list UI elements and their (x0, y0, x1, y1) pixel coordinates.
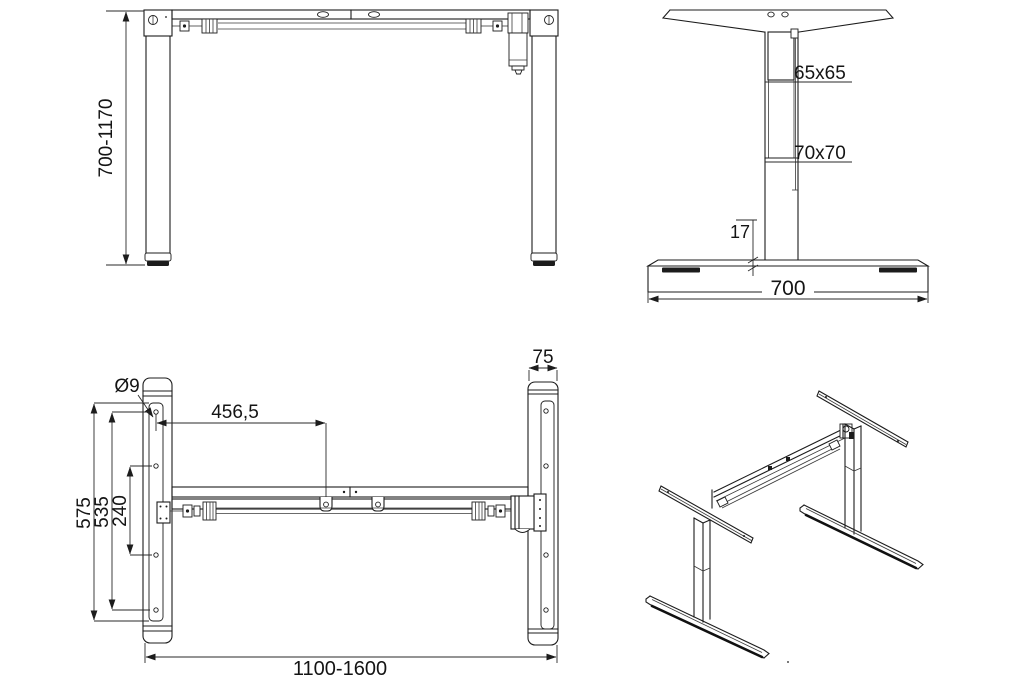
foot-pad (879, 267, 917, 273)
dim-foot-height-label: 17 (730, 222, 750, 242)
beam-hole (368, 11, 380, 18)
dim-width-range-label: 1100-1600 (293, 658, 387, 680)
front-crossbeam (171, 9, 531, 20)
shaft-coupler-right (465, 18, 482, 34)
front-left-leg (143, 9, 173, 266)
dim-hole-span-inner-label: 240 (110, 495, 131, 527)
side-column-size-labels: 65x65 70x70 (765, 63, 852, 164)
isometric-view (645, 390, 924, 663)
iso-motor (839, 423, 854, 439)
iso-beam-clip (768, 466, 772, 470)
mount-hole (543, 607, 549, 613)
side-foot-height-dimension: 17 (730, 219, 759, 276)
iso-right-leg (799, 423, 924, 570)
foot-cap (530, 252, 558, 262)
dim-foot-width-label: 75 (532, 347, 553, 368)
front-motor (507, 12, 529, 75)
dim-upper-column-label: 65x65 (794, 63, 846, 84)
plan-view: 75 Ø9 456,5 575 535 240 (74, 347, 559, 680)
shaft-plate (156, 501, 171, 524)
dim-bracket-length-label: 575 (74, 497, 95, 529)
plan-drive-shaft (156, 501, 511, 524)
shaft-coupler-right (471, 501, 486, 521)
foot-pad (662, 267, 700, 273)
mount-hole (153, 607, 159, 613)
mount-hole (153, 409, 159, 415)
foot-pad (533, 261, 555, 266)
front-right-leg (529, 9, 559, 266)
bracket-hole (767, 11, 775, 18)
dim-hole-span-outer-label: 535 (92, 496, 113, 528)
iso-coupler (828, 439, 841, 451)
front-view: 700-1170 (96, 9, 559, 266)
motor-nub (514, 69, 523, 75)
iso-coupler (716, 496, 729, 508)
side-foot (646, 259, 930, 293)
dim-bracket-offset-label: 456,5 (211, 402, 259, 423)
side-view: 65x65 70x70 17 700 (646, 9, 930, 303)
mount-hole (153, 552, 159, 558)
shaft-coupler-left (202, 501, 217, 521)
beam-hole (317, 11, 329, 18)
mount-hole (543, 552, 549, 558)
bracket-hole (781, 11, 789, 18)
mount-hole (543, 463, 549, 469)
plan-bracket-offset-dimension: 456,5 (155, 402, 327, 497)
plan-foot-width-dimension: 75 (528, 347, 558, 381)
side-foot-depth-dimension: 700 (647, 277, 929, 303)
foot-pad (147, 261, 169, 266)
iso-crossbeam (711, 423, 854, 509)
iso-right-bracket (816, 390, 909, 448)
dim-lower-column-label: 70x70 (794, 143, 846, 164)
shaft-coupler-left (201, 18, 218, 34)
iso-left-bracket (658, 485, 754, 544)
tab-hole (323, 501, 329, 508)
iso-left-leg (645, 517, 770, 659)
mount-hole (543, 408, 549, 414)
iso-stray-mark (787, 661, 789, 663)
front-height-dimension: 700-1170 (96, 10, 145, 266)
column-upper-tube (767, 31, 795, 81)
plan-left-dimensions: 575 535 240 (74, 402, 152, 622)
front-drive-shaft (172, 18, 512, 34)
foot-cap (144, 252, 172, 262)
plan-motor (510, 493, 547, 533)
iso-beam-clip (786, 457, 790, 461)
side-column (764, 28, 799, 261)
plan-width-dimension: 1100-1600 (144, 643, 558, 680)
dim-hole-diameter-label: Ø9 (114, 376, 139, 397)
side-top-bracket (661, 9, 895, 33)
dim-height-range-label: 700-1170 (96, 99, 117, 178)
plan-left-rail (142, 377, 173, 644)
leg-top-bracket (143, 9, 173, 37)
leg-top-bracket (529, 9, 559, 37)
plan-hole-diameter-callout: Ø9 (114, 376, 154, 418)
mount-hole (153, 463, 159, 469)
dim-foot-depth-label: 700 (770, 277, 805, 300)
tab-hole (375, 501, 381, 508)
cable-clip (790, 28, 799, 39)
